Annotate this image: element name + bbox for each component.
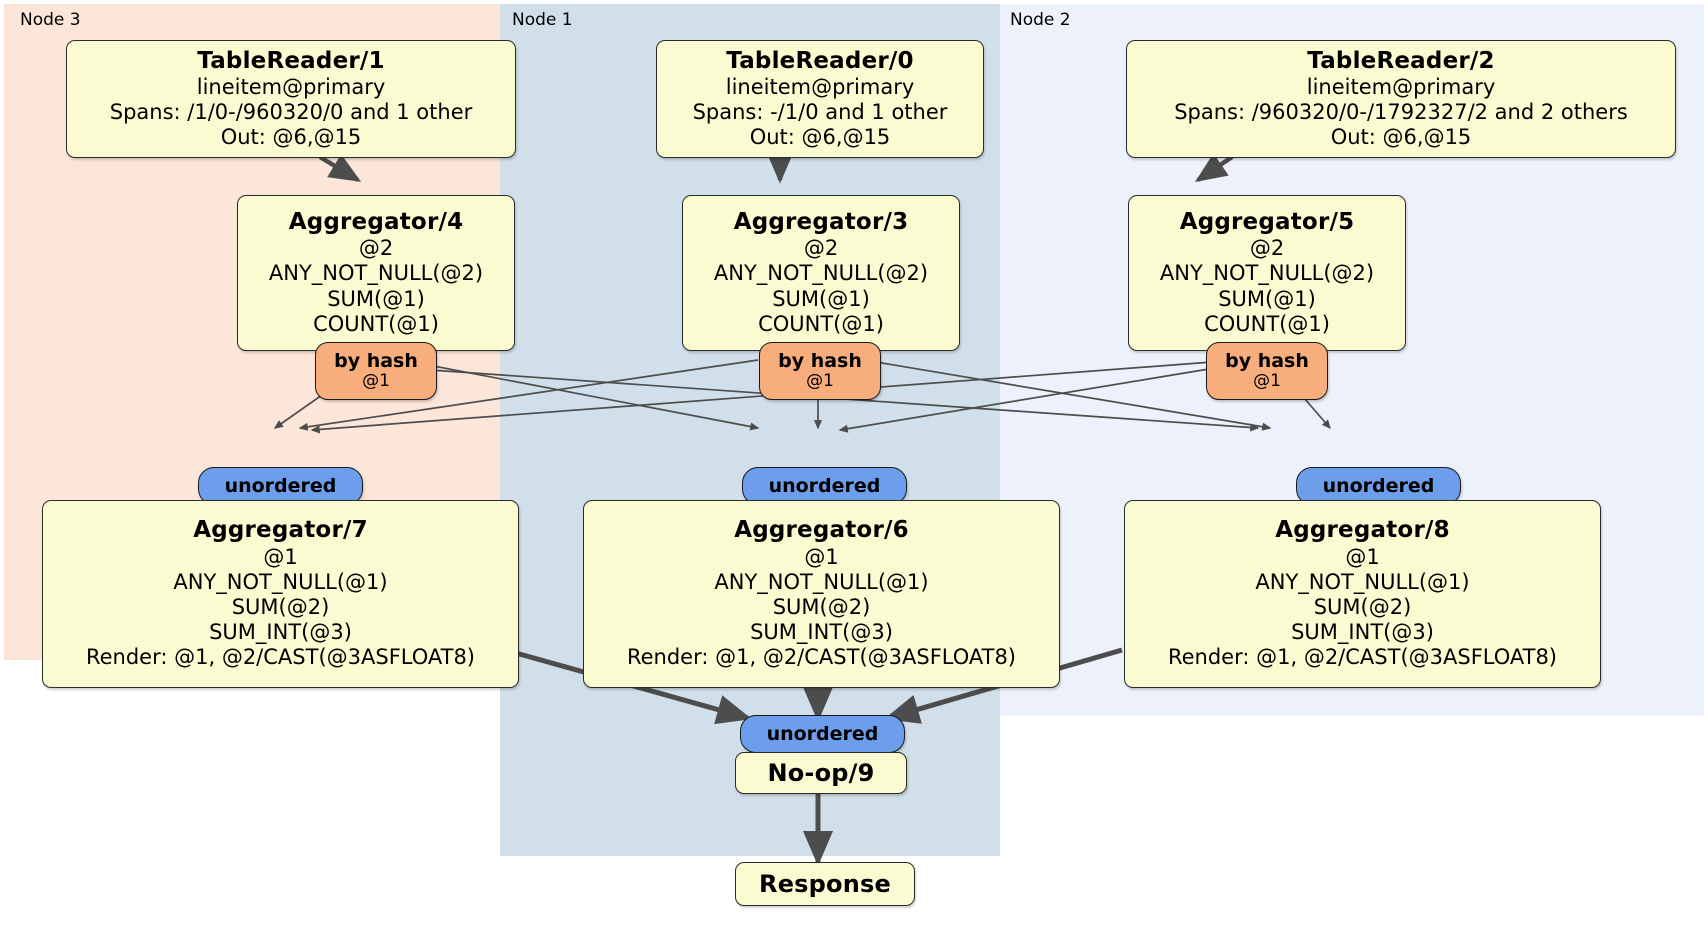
processor-tablereader-0[interactable]: TableReader/0 lineitem@primary Spans: -/… <box>656 40 984 158</box>
processor-line: COUNT(@1) <box>313 311 439 336</box>
processor-line: SUM_INT(@3) <box>750 620 893 645</box>
processor-line: ANY_NOT_NULL(@1) <box>173 569 388 594</box>
processor-title: Aggregator/5 <box>1179 209 1355 236</box>
router-sublabel: @1 <box>362 371 390 392</box>
router-sublabel: @1 <box>1253 371 1281 392</box>
processor-title: TableReader/2 <box>1307 47 1495 74</box>
processor-line: Render: @1, @2/CAST(@3ASFLOAT8) <box>626 645 1017 670</box>
synchronizer-label: unordered <box>768 474 881 497</box>
processor-line: SUM_INT(@3) <box>209 620 352 645</box>
processor-line: SUM(@2) <box>1313 594 1412 619</box>
router-label: by hash <box>778 350 862 373</box>
synchronizer-unordered-final[interactable]: unordered <box>740 715 905 753</box>
processor-line: ANY_NOT_NULL(@2) <box>1159 261 1375 286</box>
processor-line: @2 <box>1249 236 1285 261</box>
processor-tablereader-1[interactable]: TableReader/1 lineitem@primary Spans: /1… <box>66 40 516 158</box>
synchronizer-label: unordered <box>766 722 879 745</box>
processor-line: COUNT(@1) <box>758 311 884 336</box>
processor-title: Aggregator/8 <box>1275 517 1450 544</box>
processor-noop-9[interactable]: No-op/9 <box>735 752 907 794</box>
processor-line: @1 <box>804 544 839 569</box>
processor-title: Aggregator/3 <box>733 209 909 236</box>
router-sublabel: @1 <box>806 371 834 392</box>
processor-line: @1 <box>1345 544 1380 569</box>
processor-line: Render: @1, @2/CAST(@3ASFLOAT8) <box>1167 645 1558 670</box>
router-label: by hash <box>334 350 418 373</box>
synchronizer-label: unordered <box>1322 474 1435 497</box>
processor-line: SUM_INT(@3) <box>1291 620 1434 645</box>
processor-line: Out: @6,@15 <box>220 125 362 150</box>
synchronizer-unordered-left[interactable]: unordered <box>198 467 363 505</box>
processor-line: ANY_NOT_NULL(@1) <box>1255 569 1470 594</box>
processor-line: lineitem@primary <box>1306 74 1496 99</box>
processor-line: Out: @6,@15 <box>749 125 891 150</box>
processor-title: Aggregator/6 <box>734 517 909 544</box>
processor-line: SUM(@1) <box>327 286 425 311</box>
processor-tablereader-2[interactable]: TableReader/2 lineitem@primary Spans: /9… <box>1126 40 1676 158</box>
processor-line: lineitem@primary <box>196 74 386 99</box>
processor-title: Aggregator/7 <box>193 517 368 544</box>
processor-aggregator-4[interactable]: Aggregator/4 @2 ANY_NOT_NULL(@2) SUM(@1)… <box>237 195 515 351</box>
processor-title: TableReader/0 <box>726 47 914 74</box>
processor-line: SUM(@2) <box>772 594 871 619</box>
processor-line: lineitem@primary <box>725 74 915 99</box>
processor-aggregator-6[interactable]: Aggregator/6 @1 ANY_NOT_NULL(@1) SUM(@2)… <box>583 500 1060 688</box>
processor-line: Out: @6,@15 <box>1330 125 1472 150</box>
processor-line: Render: @1, @2/CAST(@3ASFLOAT8) <box>85 645 476 670</box>
cluster-label-node-3: Node 3 <box>20 10 81 30</box>
cluster-label-node-1: Node 1 <box>512 10 573 30</box>
synchronizer-unordered-center[interactable]: unordered <box>742 467 907 505</box>
processor-line: Spans: /1/0-/960320/0 and 1 other <box>109 99 473 124</box>
processor-response[interactable]: Response <box>735 862 915 906</box>
router-by-hash-center[interactable]: by hash @1 <box>759 342 881 400</box>
router-by-hash-right[interactable]: by hash @1 <box>1206 342 1328 400</box>
processor-aggregator-8[interactable]: Aggregator/8 @1 ANY_NOT_NULL(@1) SUM(@2)… <box>1124 500 1601 688</box>
processor-line: @2 <box>803 236 839 261</box>
processor-title: TableReader/1 <box>197 47 385 74</box>
processor-line: ANY_NOT_NULL(@1) <box>714 569 929 594</box>
processor-aggregator-7[interactable]: Aggregator/7 @1 ANY_NOT_NULL(@1) SUM(@2)… <box>42 500 519 688</box>
processor-line: ANY_NOT_NULL(@2) <box>268 261 484 286</box>
processor-aggregator-5[interactable]: Aggregator/5 @2 ANY_NOT_NULL(@2) SUM(@1)… <box>1128 195 1406 351</box>
processor-line: @1 <box>263 544 298 569</box>
processor-line: SUM(@2) <box>231 594 330 619</box>
processor-title: No-op/9 <box>767 758 875 787</box>
processor-line: SUM(@1) <box>1218 286 1316 311</box>
processor-line: SUM(@1) <box>772 286 870 311</box>
synchronizer-unordered-right[interactable]: unordered <box>1296 467 1461 505</box>
processor-line: COUNT(@1) <box>1204 311 1330 336</box>
synchronizer-label: unordered <box>224 474 337 497</box>
processor-title: Aggregator/4 <box>288 209 464 236</box>
router-by-hash-left[interactable]: by hash @1 <box>315 342 437 400</box>
processor-line: ANY_NOT_NULL(@2) <box>713 261 929 286</box>
processor-line: Spans: -/1/0 and 1 other <box>692 99 948 124</box>
processor-title: Response <box>759 869 891 898</box>
processor-line: @2 <box>358 236 394 261</box>
processor-aggregator-3[interactable]: Aggregator/3 @2 ANY_NOT_NULL(@2) SUM(@1)… <box>682 195 960 351</box>
processor-line: Spans: /960320/0-/1792327/2 and 2 others <box>1174 99 1628 124</box>
router-label: by hash <box>1225 350 1309 373</box>
cluster-label-node-2: Node 2 <box>1010 10 1071 30</box>
